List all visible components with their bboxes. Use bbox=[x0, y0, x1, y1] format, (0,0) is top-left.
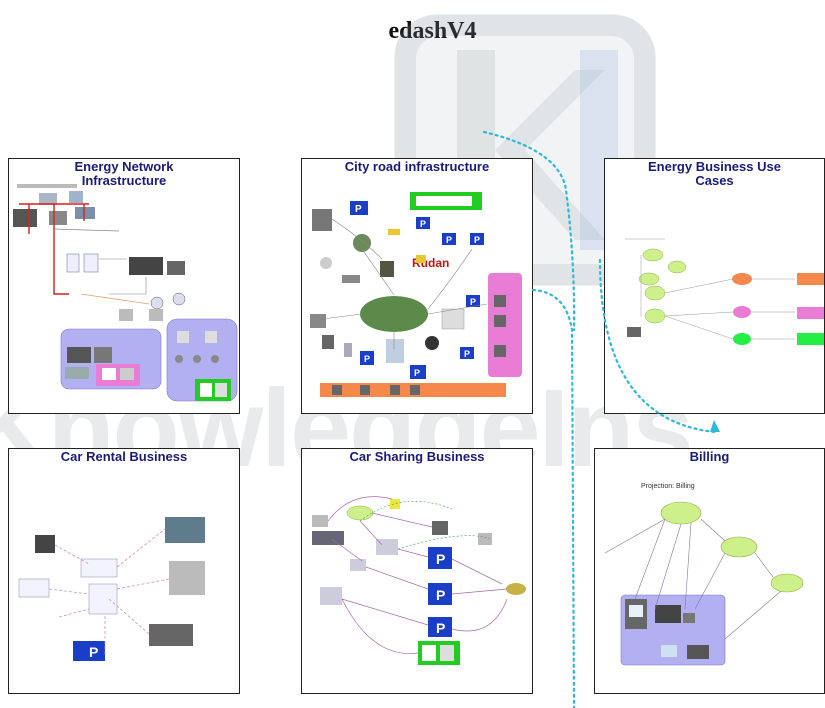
panel-title-line-1: Energy Business Use bbox=[648, 159, 781, 174]
panel-title-energy-network: Energy Network Infrastructure bbox=[9, 160, 239, 188]
page-title: edashV4 bbox=[388, 18, 477, 44]
svg-text:P: P bbox=[436, 587, 445, 603]
panel-title-car-rental: Car Rental Business bbox=[60, 449, 188, 464]
panel-title-city-road: City road infrastructure bbox=[344, 159, 490, 174]
parking-signs: P P P P P P P P bbox=[350, 201, 484, 379]
billing-diagram bbox=[604, 501, 804, 666]
svg-text:P: P bbox=[355, 204, 362, 215]
purple-region-left bbox=[60, 328, 162, 390]
panel-car-rental-business[interactable]: Car Rental Business P bbox=[8, 448, 240, 694]
svg-text:P: P bbox=[414, 368, 420, 378]
svg-text:P: P bbox=[474, 235, 480, 245]
billing-subtitle: Projection: Billing bbox=[641, 483, 695, 490]
panel-energy-business-use-cases[interactable]: Energy Business Use Cases bbox=[604, 158, 825, 414]
svg-text:P: P bbox=[436, 551, 445, 567]
panel-energy-network-infrastructure[interactable]: Energy Network Infrastructure bbox=[8, 158, 240, 414]
arrowhead-icon bbox=[710, 420, 720, 432]
purple-region-right bbox=[166, 318, 238, 402]
svg-text:P: P bbox=[470, 297, 476, 307]
panel-title-car-sharing: Car Sharing Business bbox=[349, 449, 485, 464]
svg-text:P: P bbox=[364, 354, 370, 364]
panel-title-line-1: Energy Network bbox=[74, 159, 174, 174]
svg-text:P: P bbox=[436, 620, 445, 636]
svg-text:P: P bbox=[464, 349, 470, 359]
svg-text:P: P bbox=[446, 235, 452, 245]
network-sketch bbox=[13, 184, 186, 321]
panel-billing[interactable]: Billing Projection: Billing bbox=[594, 448, 825, 694]
panel-title-billing: Billing bbox=[689, 449, 730, 464]
panel-title-energy-business: Energy Business Use Cases bbox=[605, 160, 824, 188]
car-rental-diagram: P bbox=[18, 517, 205, 661]
energy-network-diagram bbox=[13, 184, 238, 402]
svg-text:P: P bbox=[89, 644, 98, 660]
panel-car-sharing-business[interactable]: Car Sharing Business P P P bbox=[301, 448, 533, 694]
city-road-diagram: P P P P P P P P Rudan bbox=[310, 192, 522, 397]
panel-title-line-2: Infrastructure bbox=[81, 173, 167, 188]
car-sharing-diagram: P P P bbox=[312, 496, 526, 665]
energy-business-diagram bbox=[625, 238, 824, 345]
svg-text:P: P bbox=[420, 219, 426, 229]
panel-title-line-2: Cases bbox=[695, 173, 734, 188]
panel-city-road-infrastructure[interactable]: City road infrastructure P P P P P P P P bbox=[301, 158, 533, 414]
